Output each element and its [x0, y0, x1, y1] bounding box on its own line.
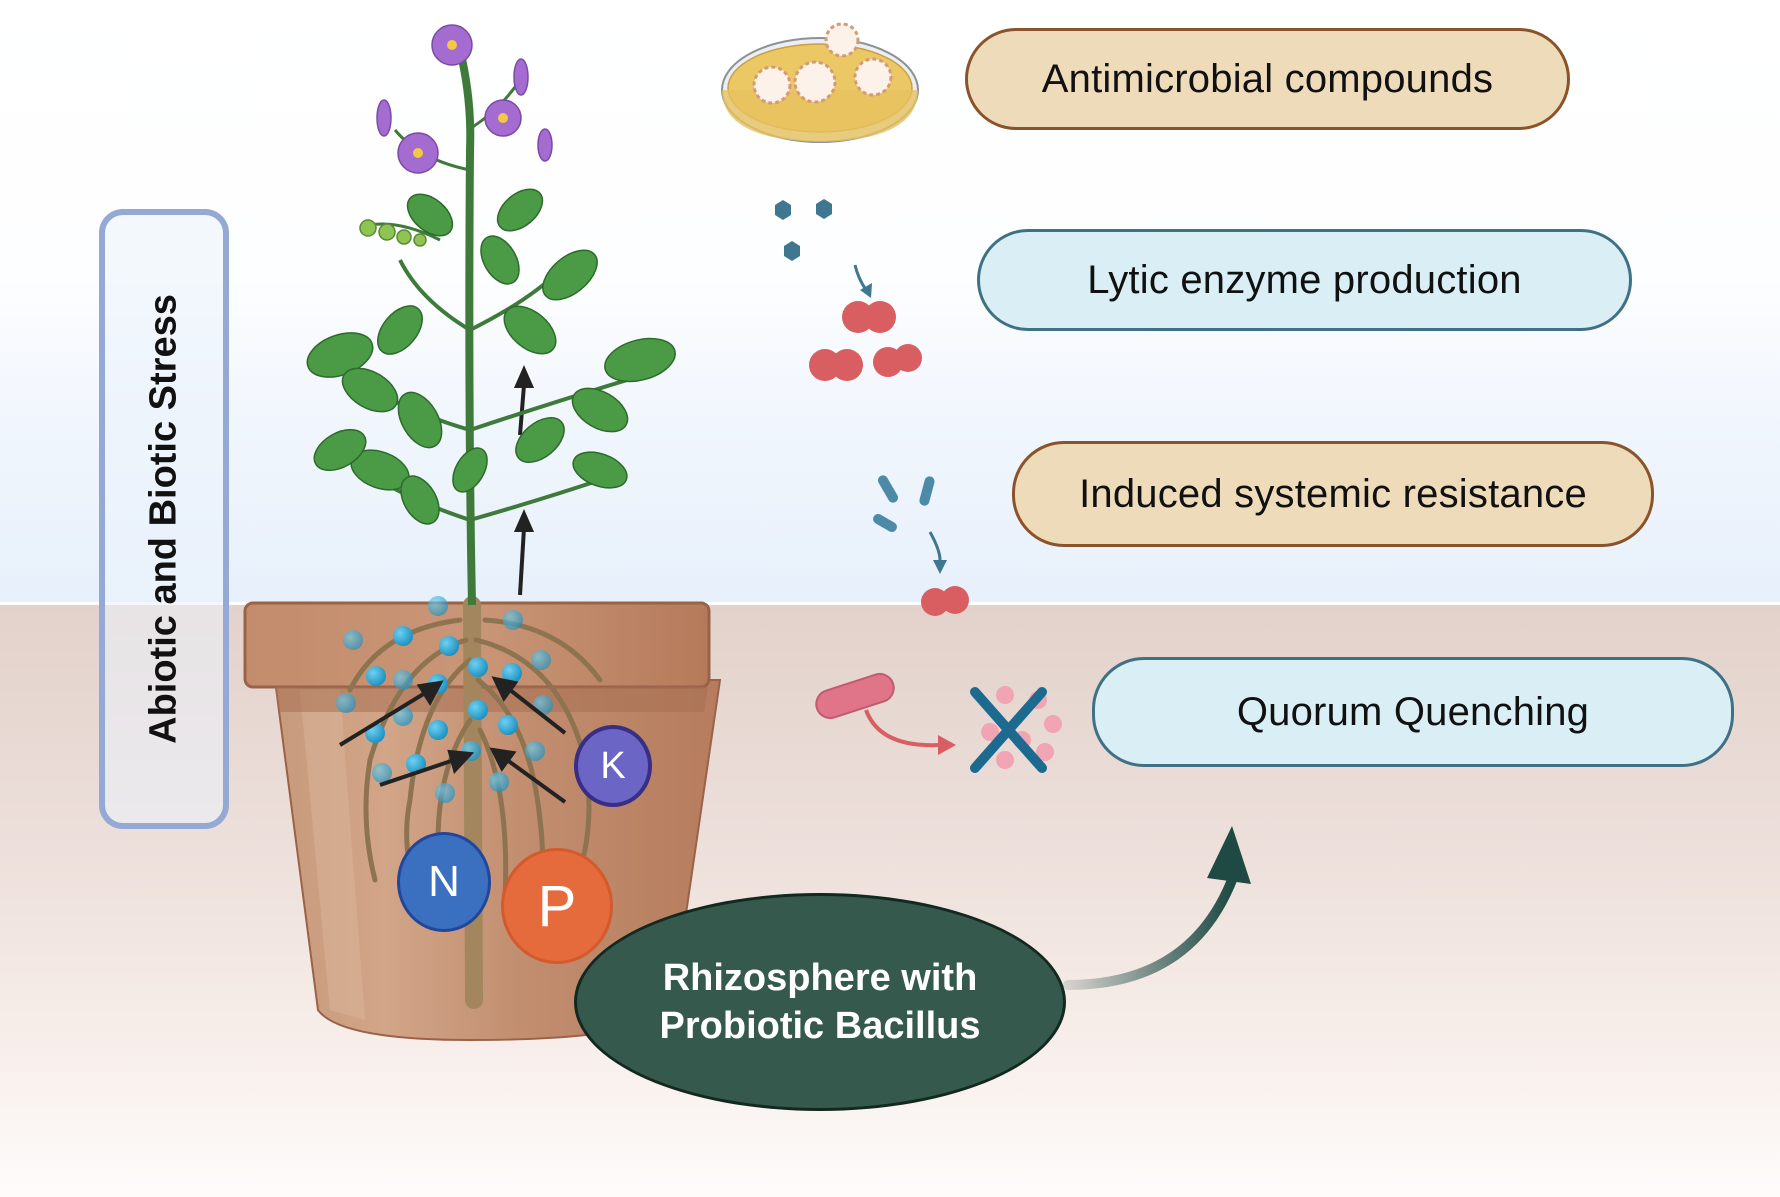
nutrient-p: P	[501, 848, 613, 964]
bacteriophage-lysis-icon	[775, 199, 922, 381]
nutrient-n: N	[397, 832, 491, 932]
quorum-signal-blocked-icon	[815, 672, 1062, 773]
rhizosphere-arrow	[1063, 826, 1251, 990]
plant	[306, 24, 676, 606]
ground-line	[0, 602, 1780, 605]
flowers	[376, 24, 553, 174]
mechanism-label: Antimicrobial compounds	[1041, 56, 1494, 101]
mechanism-antimicrobial: Antimicrobial compounds	[965, 28, 1570, 130]
rhizosphere-node: Rhizosphere with Probiotic Bacillus	[574, 893, 1066, 1111]
stress-box	[99, 209, 229, 829]
mechanism-lytic-enzyme: Lytic enzyme production	[977, 229, 1632, 331]
mechanism-label: Induced systemic resistance	[1079, 471, 1587, 516]
mechanism-induced-resistance: Induced systemic resistance	[1012, 441, 1654, 547]
mechanism-label: Lytic enzyme production	[1087, 257, 1522, 302]
nutrient-k: K	[574, 725, 652, 807]
rhizosphere-line2: Probiotic Bacillus	[659, 1005, 981, 1047]
bacteria-attack-icon	[873, 475, 969, 616]
rhizosphere-line1: Rhizosphere with	[662, 957, 978, 999]
mechanism-label: Quorum Quenching	[1236, 689, 1590, 734]
uptake-arrows	[338, 365, 567, 804]
mechanism-quorum-quenching: Quorum Quenching	[1092, 657, 1734, 767]
petri-dish-icon	[721, 22, 919, 143]
green-berries	[359, 219, 427, 247]
